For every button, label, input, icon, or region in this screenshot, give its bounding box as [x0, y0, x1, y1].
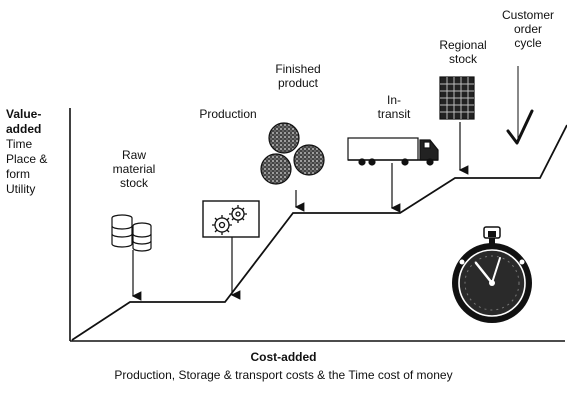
- stage-label-finished: Finished product: [263, 62, 333, 90]
- finished-line2: product: [263, 76, 333, 90]
- checkmark-icon: [508, 111, 532, 143]
- y-axis-line3: Time: [6, 137, 47, 152]
- stage-label-customer: Customer order cycle: [492, 8, 564, 50]
- finished-line1: Finished: [263, 62, 333, 76]
- stage-label-transit: In- transit: [372, 93, 416, 121]
- transit-line1: In-: [372, 93, 416, 107]
- y-axis-label: Value- added Time Place & form Utility: [6, 107, 47, 197]
- regional-line1: Regional: [430, 38, 496, 52]
- y-axis-line2: added: [6, 122, 47, 137]
- y-axis-line6: Utility: [6, 182, 47, 197]
- x-axis-subtitle: Production, Storage & transport costs & …: [0, 368, 567, 382]
- warehouse-icon: [440, 77, 474, 119]
- stage-label-raw: Raw material stock: [108, 148, 160, 190]
- y-axis-line5: form: [6, 167, 47, 182]
- stage-label-production: Production: [188, 107, 268, 121]
- truck-icon: [348, 138, 438, 165]
- x-axis-title: Cost-added: [0, 350, 567, 364]
- stopwatch-icon: [452, 227, 532, 323]
- y-axis-line4: Place &: [6, 152, 47, 167]
- customer-line1: Customer: [492, 8, 564, 22]
- regional-line2: stock: [430, 52, 496, 66]
- customer-line2: order: [492, 22, 564, 36]
- raw-line2: material: [108, 162, 160, 176]
- gears-icon: [203, 201, 259, 237]
- customer-line3: cycle: [492, 36, 564, 50]
- y-axis-line1: Value-: [6, 107, 47, 122]
- database-icon: [112, 215, 151, 251]
- transit-line2: transit: [372, 107, 416, 121]
- raw-line1: Raw: [108, 148, 160, 162]
- production-line1: Production: [188, 107, 268, 121]
- product-balls-icon: [261, 123, 324, 184]
- raw-line3: stock: [108, 176, 160, 190]
- stage-label-regional: Regional stock: [430, 38, 496, 66]
